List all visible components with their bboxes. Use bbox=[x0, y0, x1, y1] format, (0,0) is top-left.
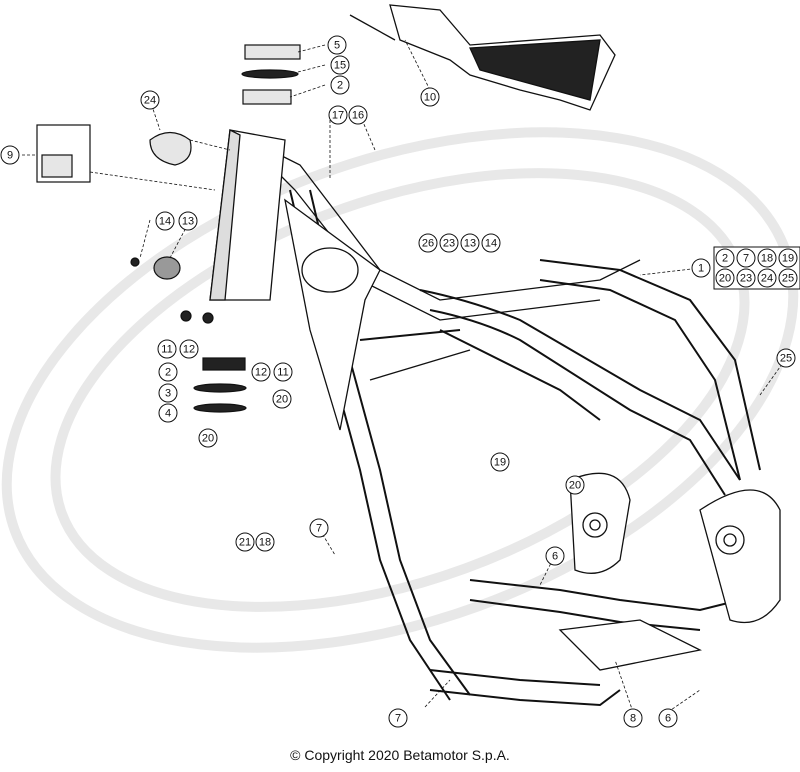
rear-plate bbox=[349, 4, 616, 111]
svg-text:21: 21 bbox=[239, 537, 251, 549]
callout-13: 13 bbox=[460, 233, 480, 253]
svg-text:10: 10 bbox=[424, 92, 436, 104]
frame-assembly bbox=[279, 154, 781, 707]
svg-text:19: 19 bbox=[494, 457, 506, 469]
svg-text:15: 15 bbox=[334, 60, 346, 72]
callout-2: 2 bbox=[330, 75, 350, 95]
svg-text:2: 2 bbox=[165, 367, 171, 379]
callout-23: 23 bbox=[439, 233, 459, 253]
kit-item-20: 20 bbox=[715, 268, 735, 288]
svg-text:20: 20 bbox=[719, 273, 731, 285]
callout-18: 18 bbox=[255, 532, 275, 552]
callout-7: 7 bbox=[309, 518, 329, 538]
svg-text:20: 20 bbox=[569, 480, 581, 492]
left-parts bbox=[36, 44, 301, 413]
svg-text:8: 8 bbox=[630, 713, 636, 725]
svg-text:19: 19 bbox=[782, 253, 794, 265]
callout-6: 6 bbox=[545, 546, 565, 566]
kit-item-19: 19 bbox=[778, 248, 798, 268]
kit-item-24: 24 bbox=[757, 268, 777, 288]
svg-text:12: 12 bbox=[183, 344, 195, 356]
svg-text:14: 14 bbox=[485, 238, 497, 250]
callout-4: 4 bbox=[158, 403, 178, 423]
svg-text:25: 25 bbox=[782, 273, 794, 285]
callout-6: 6 bbox=[658, 708, 678, 728]
svg-text:23: 23 bbox=[740, 273, 752, 285]
kit-item-2: 2 bbox=[715, 248, 735, 268]
kit-item-25: 25 bbox=[778, 268, 798, 288]
callout-7: 7 bbox=[388, 708, 408, 728]
svg-text:18: 18 bbox=[259, 537, 271, 549]
callout-11: 11 bbox=[157, 339, 177, 359]
steering-head-panel bbox=[209, 129, 286, 301]
svg-text:12: 12 bbox=[255, 367, 267, 379]
svg-text:13: 13 bbox=[464, 238, 476, 250]
callout-12: 12 bbox=[179, 339, 199, 359]
callout-14: 14 bbox=[481, 233, 501, 253]
svg-text:7: 7 bbox=[316, 523, 322, 535]
callout-8: 8 bbox=[623, 708, 643, 728]
callout-1: 1 bbox=[691, 258, 711, 278]
callout-15: 15 bbox=[330, 55, 350, 75]
callout-5: 5 bbox=[327, 35, 347, 55]
copyright-notice: © Copyright 2020 Betamotor S.p.A. bbox=[290, 747, 510, 763]
svg-text:11: 11 bbox=[277, 367, 288, 379]
callout-16: 16 bbox=[348, 105, 368, 125]
callout-9: 9 bbox=[0, 145, 20, 165]
svg-text:6: 6 bbox=[665, 713, 671, 725]
svg-text:17: 17 bbox=[332, 110, 344, 122]
kit-item-7: 7 bbox=[736, 248, 756, 268]
callout-26: 26 bbox=[418, 233, 438, 253]
svg-text:20: 20 bbox=[202, 433, 214, 445]
svg-text:23: 23 bbox=[443, 238, 455, 250]
callout-13: 13 bbox=[178, 211, 198, 231]
svg-text:5: 5 bbox=[334, 40, 340, 52]
svg-text:3: 3 bbox=[165, 388, 171, 400]
svg-text:24: 24 bbox=[144, 95, 156, 107]
kit-item-18: 18 bbox=[757, 248, 777, 268]
svg-text:2: 2 bbox=[337, 80, 343, 92]
svg-text:2: 2 bbox=[722, 253, 728, 265]
callout-19: 19 bbox=[490, 452, 510, 472]
callout-24: 24 bbox=[140, 90, 160, 110]
callout-20: 20 bbox=[272, 389, 292, 409]
svg-text:7: 7 bbox=[395, 713, 401, 725]
svg-text:13: 13 bbox=[182, 216, 194, 228]
callout-20: 20 bbox=[565, 475, 585, 495]
callout-14: 14 bbox=[155, 211, 175, 231]
svg-text:25: 25 bbox=[780, 353, 792, 365]
callout-25: 25 bbox=[776, 348, 796, 368]
svg-text:1: 1 bbox=[698, 263, 704, 275]
svg-text:16: 16 bbox=[352, 110, 364, 122]
callout-12: 12 bbox=[251, 362, 271, 382]
callout-20: 20 bbox=[198, 428, 218, 448]
svg-text:4: 4 bbox=[165, 408, 171, 420]
svg-text:24: 24 bbox=[761, 273, 773, 285]
callout-3: 3 bbox=[158, 383, 178, 403]
svg-text:20: 20 bbox=[276, 394, 288, 406]
callout-17: 17 bbox=[328, 105, 348, 125]
callout-21: 21 bbox=[235, 532, 255, 552]
svg-text:9: 9 bbox=[7, 150, 13, 162]
callout-11: 11 bbox=[273, 362, 293, 382]
svg-text:18: 18 bbox=[761, 253, 773, 265]
callout-10: 10 bbox=[420, 87, 440, 107]
kit-item-23: 23 bbox=[736, 268, 756, 288]
leader-lines bbox=[22, 39, 786, 713]
svg-text:6: 6 bbox=[552, 551, 558, 563]
svg-text:7: 7 bbox=[743, 253, 749, 265]
svg-text:11: 11 bbox=[161, 344, 172, 356]
kit-box: 2 7 18 19 20 23 24 25 bbox=[713, 246, 800, 290]
callout-2: 2 bbox=[158, 362, 178, 382]
svg-text:14: 14 bbox=[159, 216, 171, 228]
svg-text:26: 26 bbox=[422, 238, 434, 250]
